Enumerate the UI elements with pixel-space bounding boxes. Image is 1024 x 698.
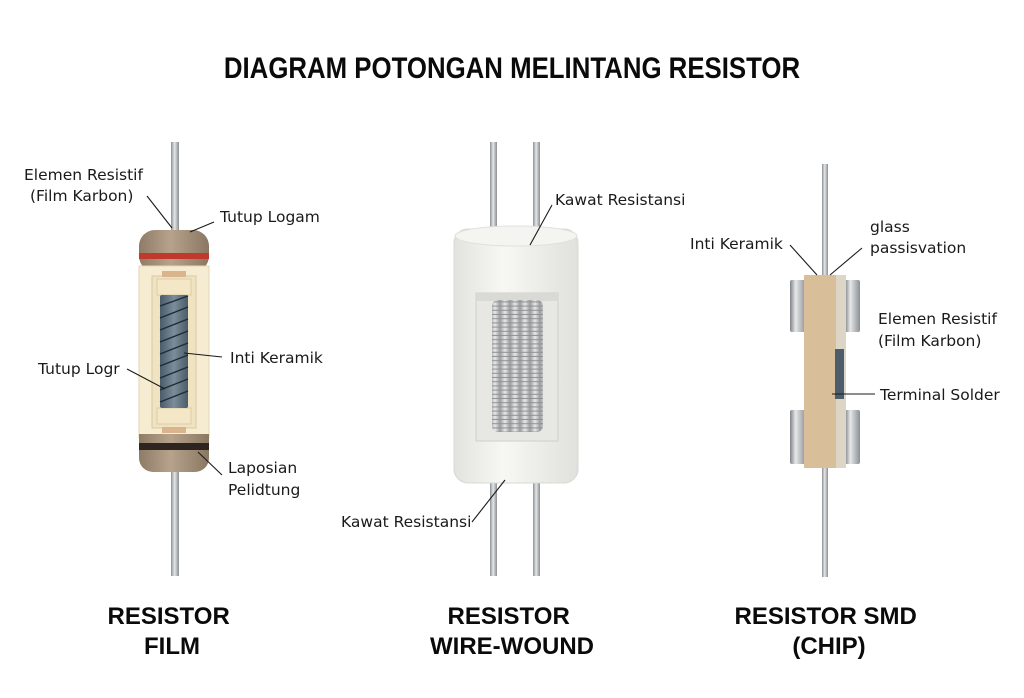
leader-film-cap-left: [126, 368, 166, 390]
label-ceramic-core: Inti Keramik: [230, 349, 323, 367]
leader-wire-bottom: [471, 479, 506, 523]
leader-film-coating: [197, 451, 223, 476]
color-band-dark: [139, 443, 209, 450]
housing-top-face: [454, 225, 578, 247]
smd-chip-resistor: Inti Keramik glass passisvation Elemen R…: [690, 164, 1002, 660]
carbon-film-spiral: [159, 295, 189, 403]
ceramic-substrate: [804, 275, 836, 468]
leader-wire-top: [529, 204, 553, 246]
diagram-title: DIAGRAM POTONGAN MELINTANG RESISTOR: [223, 52, 801, 85]
end-block-bottom: [156, 407, 192, 425]
resistive-film: [835, 349, 844, 399]
lead-wire-bottom: [171, 468, 179, 576]
ceramic-core: [160, 295, 188, 408]
contact-pad-bottom: [162, 427, 186, 433]
solder-terminal-bottom-right: [845, 410, 860, 464]
caption-film-resistor: RESISTOR FILM: [108, 603, 237, 660]
caption-smd-resistor: RESISTOR SMD (CHIP): [735, 603, 924, 660]
resistance-wire-coil: [492, 300, 543, 432]
caption-wire-wound-resistor: RESISTOR WIRE-WOUND: [430, 603, 594, 660]
leader-film-metal-cap: [189, 221, 215, 233]
label-metal-cap-left: Tutup Logr: [37, 360, 120, 378]
cutaway-shadow: [476, 293, 558, 301]
leader-smd-ceramic-core: [789, 244, 818, 276]
leader-smd-glass: [829, 247, 863, 276]
solder-terminal-bottom-left: [790, 410, 806, 464]
end-block-top: [156, 278, 192, 296]
lead-wire-right-bottom: [533, 478, 540, 576]
leader-film-ceramic-core: [183, 352, 223, 358]
lead-wire-top: [171, 142, 179, 234]
label-protective-coating: Laposian Pelidtung: [228, 459, 302, 499]
contact-pad-top: [162, 271, 186, 277]
solder-terminal-top-left: [790, 280, 806, 332]
color-band-red: [139, 253, 209, 259]
wire-wound-resistor: Kawat Resistansi Kawat Resistansi RESIST…: [341, 142, 685, 660]
film-resistor: Elemen Resistif (Film Karbon) Tutup Loga…: [24, 142, 323, 660]
lead-wire-right-top: [533, 142, 540, 237]
label-ceramic-core-smd: Inti Keramik: [690, 235, 783, 253]
leader-film-resistive-element: [146, 195, 173, 229]
solder-terminal-top-right: [845, 280, 860, 332]
label-metal-cap: Tutup Logam: [219, 208, 320, 226]
metal-cap-top: [139, 230, 209, 272]
label-resistance-wire-top: Kawat Resistansi: [555, 191, 685, 209]
lead-wire-top: [822, 164, 828, 279]
label-terminal-solder: Terminal Solder: [879, 386, 1000, 404]
lead-wire-bottom: [822, 465, 828, 577]
label-glass-passivation: glass passisvation: [870, 218, 966, 257]
label-resistive-element: Elemen Resistif (Film Karbon): [24, 166, 148, 205]
label-resistive-element-smd: Elemen Resistif (Film Karbon): [878, 310, 1002, 350]
lead-wire-left-top: [490, 142, 497, 237]
label-resistance-wire-bottom: Kawat Resistansi: [341, 513, 471, 531]
lead-wire-left-bottom: [490, 478, 497, 576]
